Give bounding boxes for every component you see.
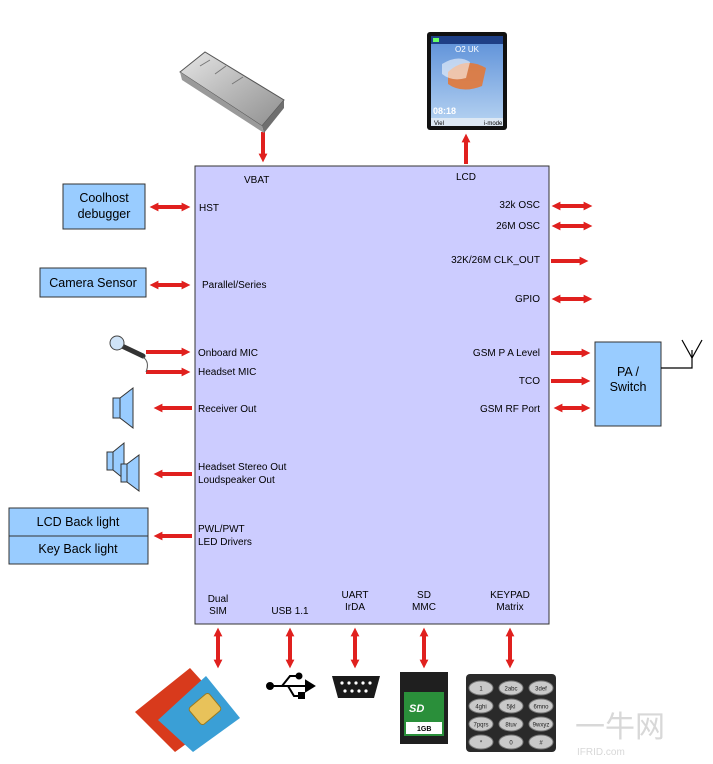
label-uart: UART bbox=[341, 590, 368, 601]
keypad-key-label: * bbox=[480, 741, 483, 747]
keypad-key-label: 8tuv bbox=[505, 723, 516, 729]
keypad-key bbox=[528, 680, 554, 696]
keypad-key-label: 3def bbox=[535, 687, 547, 693]
label-tco: TCO bbox=[519, 376, 540, 387]
lcd-display-icon: O2 UK 08:18 Viel i-mode bbox=[427, 32, 507, 130]
label-gsm-pa-level: GSM P A Level bbox=[473, 348, 540, 359]
label-hst: HST bbox=[199, 203, 219, 214]
pa-switch-block bbox=[594, 341, 662, 427]
keypad-key bbox=[498, 680, 524, 696]
keypad-key bbox=[468, 716, 494, 732]
sd-brand-text: SD bbox=[409, 703, 424, 715]
keypad-key-label: 5jkl bbox=[506, 705, 515, 711]
camera-sensor-label: Camera Sensor bbox=[49, 276, 137, 290]
label-usb: USB 1.1 bbox=[271, 606, 309, 617]
lcd-softkey-right: i-mode bbox=[484, 121, 503, 127]
label-lcd: LCD bbox=[456, 172, 476, 183]
keypad-key bbox=[468, 680, 494, 696]
label-gsm-rf-port: GSM RF Port bbox=[480, 404, 540, 415]
keypad-key bbox=[468, 734, 494, 750]
serial-port-icon bbox=[332, 676, 380, 698]
keypad-key-label: 7pqrs bbox=[473, 723, 488, 729]
keypad-key-label: # bbox=[539, 741, 543, 747]
label-loudspeaker-out: Loudspeaker Out bbox=[198, 475, 275, 486]
label-sd: SD bbox=[417, 590, 431, 601]
label-dual: Dual bbox=[208, 594, 229, 605]
keypad-key-label: 1 bbox=[479, 687, 483, 693]
label-led-drivers: LED Drivers bbox=[198, 537, 252, 548]
receiver-speaker-icon bbox=[112, 386, 134, 430]
keypad-key-label: 2abc bbox=[504, 687, 517, 693]
lcd-time-text: 08:18 bbox=[433, 106, 456, 116]
loudspeaker-icon bbox=[106, 441, 140, 492]
pa-label: PA / bbox=[617, 365, 640, 379]
label-headset-mic: Headset MIC bbox=[198, 367, 256, 378]
keypad-key bbox=[498, 698, 524, 714]
label-clk-out: 32K/26M CLK_OUT bbox=[451, 255, 540, 266]
camera-sensor-block bbox=[39, 267, 147, 298]
watermark-main: 一牛网 bbox=[575, 711, 665, 744]
lcd-back-light-block bbox=[8, 507, 149, 537]
keypad-key bbox=[468, 698, 494, 714]
lcd-softkey-left: Viel bbox=[434, 121, 444, 127]
label-headset-stereo-out: Headset Stereo Out bbox=[198, 462, 287, 473]
baseband-chip bbox=[194, 165, 550, 625]
label-32k-osc: 32k OSC bbox=[499, 200, 540, 211]
label-pwl-pwt: PWL/PWT bbox=[198, 524, 245, 535]
sd-card-icon: SD 1GB bbox=[400, 672, 448, 744]
coolhost-label: Coolhost bbox=[79, 191, 129, 205]
label-irda: IrDA bbox=[345, 602, 365, 613]
battery-icon bbox=[179, 51, 285, 133]
sd-capacity-text: 1GB bbox=[417, 726, 431, 733]
label-mmc: MMC bbox=[412, 602, 436, 613]
lcd-carrier-text: O2 UK bbox=[455, 45, 480, 54]
label-sim: SIM bbox=[209, 606, 227, 617]
label-matrix: Matrix bbox=[496, 602, 523, 613]
switch-label: Switch bbox=[610, 380, 647, 394]
keypad-key-label: 4ghi bbox=[475, 705, 486, 711]
lcd-back-light-label: LCD Back light bbox=[37, 515, 120, 529]
dual-sim-icon bbox=[135, 668, 240, 752]
keypad-key bbox=[528, 734, 554, 750]
debugger-label: debugger bbox=[78, 207, 131, 221]
keypad-key bbox=[498, 734, 524, 750]
usb-icon bbox=[266, 672, 316, 699]
label-onboard-mic: Onboard MIC bbox=[198, 348, 258, 359]
keypad-key-label: 9wxyz bbox=[533, 723, 550, 729]
keypad-key bbox=[528, 698, 554, 714]
label-parallel-series: Parallel/Series bbox=[202, 280, 266, 291]
coolhost-debugger-block bbox=[62, 183, 146, 230]
keypad-key bbox=[528, 716, 554, 732]
keypad-key-label: 6mno bbox=[533, 705, 549, 711]
key-back-light-block bbox=[8, 535, 149, 565]
label-26m-osc: 26M OSC bbox=[496, 221, 540, 232]
label-gpio: GPIO bbox=[515, 294, 540, 305]
keypad-key bbox=[498, 716, 524, 732]
keypad-key-label: 0 bbox=[509, 741, 513, 747]
label-receiver-out: Receiver Out bbox=[198, 404, 257, 415]
watermark-sub: IFRID.com bbox=[577, 747, 625, 758]
label-keypad: KEYPAD bbox=[490, 590, 530, 601]
keypad-icon: 1 2abc 3def 4ghi 5jkl 6mno 7pqrs 8tuv 9wxyz * 0 # bbox=[466, 674, 556, 752]
antenna-icon bbox=[661, 339, 703, 369]
key-back-light-label: Key Back light bbox=[38, 542, 118, 556]
label-vbat: VBAT bbox=[244, 175, 269, 186]
microphone-icon bbox=[109, 335, 148, 373]
